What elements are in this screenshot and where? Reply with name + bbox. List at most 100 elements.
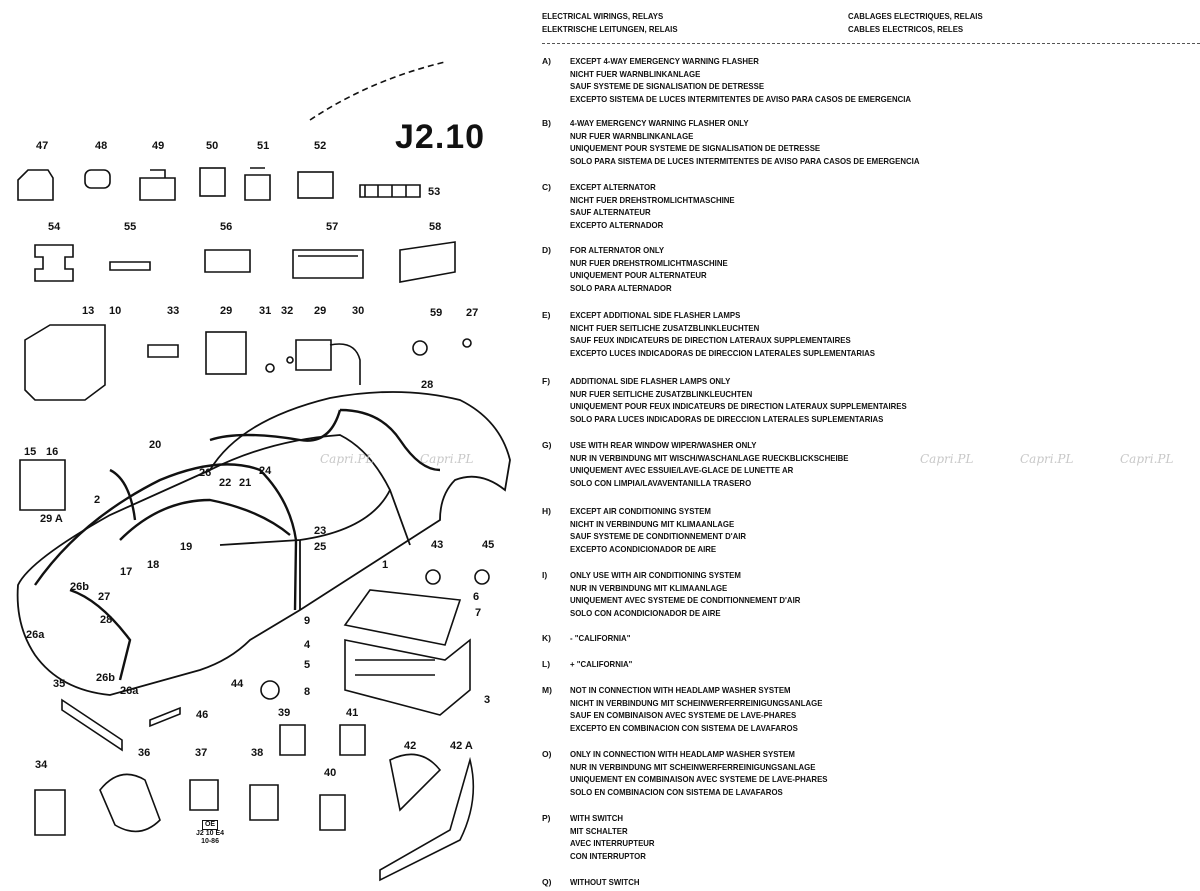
part-number-label: 26b [70, 581, 89, 593]
part-number-label: 34 [35, 759, 48, 771]
header-right: CABLAGES ELECTRIQUES, RELAIS CABLES ELEC… [848, 10, 983, 36]
footnote-line: - "CALIFORNIA" [570, 633, 631, 643]
footnote-line: SOLO PARA SISTEMA DE LUCES INTERMITENTES… [570, 155, 920, 166]
part-number-label: 55 [124, 221, 137, 233]
part-number-label: 39 [278, 707, 291, 719]
footnote-line: EXCEPTO LUCES INDICADORAS DE DIRECCION L… [570, 347, 876, 358]
footnote-code: Q) [542, 877, 552, 887]
part-number-label: 19 [180, 541, 193, 553]
footnote-code: G) [542, 440, 552, 450]
footnote-line: UNIQUEMENT POUR SYSTEME DE SIGNALISATION… [570, 143, 821, 154]
footnote-line: EXCEPT AIR CONDITIONING SYSTEM [570, 506, 711, 516]
part-number-label: 30 [352, 305, 365, 317]
part-number-label: 29 [220, 305, 233, 317]
footnote-line: NUR FUER DREHSTROMLICHTMASCHINE [570, 257, 728, 268]
part-number-label: 3 [484, 694, 491, 706]
footnote-line: NICHT FUER DREHSTROMLICHTMASCHINE [570, 194, 735, 205]
footnote-line: EXCEPTO SISTEMA DE LUCES INTERMITENTES D… [570, 93, 912, 104]
footnote-code: M) [542, 685, 552, 695]
watermark-text: Capri.PL [420, 452, 474, 466]
footnote-line: ONLY USE WITH AIR CONDITIONING SYSTEM [570, 570, 741, 580]
part-number-label: 20 [149, 439, 162, 451]
part-number-label: 49 [152, 140, 165, 152]
footnote-line: EXCEPTO ALTERNADOR [570, 219, 664, 230]
part-number-label: 8 [304, 686, 311, 698]
footnote-line: SOLO EN COMBINACION CON SISTEMA DE LAVAF… [570, 786, 783, 797]
footnote-lines: USE WITH REAR WINDOW WIPER/WASHER ONLY NU… [570, 439, 848, 489]
footnote-line: NUR IN VERBINDUNG MIT KLIMAANLAGE [570, 582, 728, 593]
footnote-line: FOR ALTERNATOR ONLY [570, 245, 665, 255]
part-number-label: 37 [195, 747, 208, 759]
footnote-lines: - "CALIFORNIA" [570, 632, 630, 645]
wiring-harness [34, 408, 441, 681]
footnote-lines: ONLY IN CONNECTION WITH HEADLAMP WASHER … [570, 748, 828, 798]
stamp-box: OE [201, 820, 219, 830]
part-number-label: 15 [24, 446, 37, 458]
part-number-label: 26a [26, 629, 45, 641]
part-number-label: 45 [482, 539, 495, 551]
part-number-label: 29 A [40, 513, 63, 525]
footnote-code: O) [542, 749, 552, 759]
footnote-code: B) [542, 118, 551, 128]
part-number-label: 31 [259, 305, 272, 317]
part-number-label: 40 [324, 767, 337, 779]
part-number-label: 48 [95, 140, 108, 152]
relay-parts-row-1 [17, 167, 421, 201]
footnote-line: NUR IN VERBINDUNG MIT WISCH/WASCHANLAGE … [570, 452, 849, 463]
footnote-line: SAUF EN COMBINAISON AVEC SYSTEME DE LAVE… [570, 710, 797, 721]
footnote-line: SOLO CON LIMPIA/LAVAVENTANILLA TRASERO [570, 477, 752, 488]
part-number-label: 57 [326, 221, 339, 233]
footnote-line: AVEC INTERRUPTEUR [570, 838, 655, 849]
part-number-label: 51 [257, 140, 270, 152]
footnote-code: E) [542, 310, 551, 320]
footnote-code: H) [542, 506, 551, 516]
footnote-line: ADDITIONAL SIDE FLASHER LAMPS ONLY [570, 376, 731, 386]
footnote-line: NICHT FUER WARNBLINKANLAGE [570, 68, 701, 79]
part-number-label: 50 [206, 140, 219, 152]
footnote-code: L) [542, 659, 551, 669]
part-number-label: 26a [120, 685, 139, 697]
footnote-line: NUR FUER SEITLICHE ZUSATZBLINKLEUCHTEN [570, 388, 753, 399]
watermark-text: Capri.PL [1020, 452, 1074, 466]
footnote-line: NICHT IN VERBINDUNG MIT KLIMAANLAGE [570, 518, 735, 529]
car-and-parts-illustration [16, 61, 511, 882]
footnote-line: SAUF ALTERNATEUR [570, 207, 651, 218]
header-es: CABLES ELECTRICOS, RELES [848, 24, 964, 34]
footnote-lines: ADDITIONAL SIDE FLASHER LAMPS ONLY NUR FU… [570, 375, 907, 425]
part-number-label: 1 [382, 559, 389, 571]
part-number-label: 33 [167, 305, 180, 317]
part-number-label: 58 [429, 221, 442, 233]
part-number-label: 22 [219, 477, 232, 489]
part-number-label: 56 [220, 221, 233, 233]
part-number-label: 35 [53, 678, 66, 690]
footnote-line: WITH SWITCH [570, 813, 624, 823]
relay-parts-row-3 [24, 324, 472, 401]
part-number-label: 26 [199, 467, 212, 479]
part-number-label: 17 [120, 566, 133, 578]
part-number-label: 28 [100, 614, 113, 626]
footnote-line: UNIQUEMENT EN COMBINAISON AVEC SYSTEME D… [570, 774, 828, 785]
part-number-label: 16 [46, 446, 59, 458]
footnote-line: USE WITH REAR WINDOW WIPER/WASHER ONLY [570, 440, 757, 450]
footnote-code: F) [542, 376, 551, 386]
footnote-code: I) [542, 570, 548, 580]
footnote-line: NICHT IN VERBINDUNG MIT SCHEINWERFERREIN… [570, 697, 823, 708]
footnote-lines: + "CALIFORNIA" [570, 658, 632, 671]
footnote-line: EXCEPT ALTERNATOR [570, 182, 656, 192]
footnote-code: P) [542, 813, 551, 823]
part-number-label: 18 [147, 559, 160, 571]
part-number-label: 41 [346, 707, 359, 719]
footnote-line: UNIQUEMENT AVEC SYSTEME DE CONDITIONNEME… [570, 595, 801, 606]
footnote-code: D) [542, 245, 551, 255]
footnote-line: WITHOUT SWITCH [570, 877, 640, 887]
part-number-label: 59 [430, 307, 443, 319]
footnote-line: UNIQUEMENT AVEC ESSUIE/LAVE-GLACE DE LUN… [570, 465, 794, 476]
part-number-label: 23 [314, 525, 327, 537]
part-number-label: 21 [239, 477, 252, 489]
part-number-label: 28 [421, 379, 434, 391]
